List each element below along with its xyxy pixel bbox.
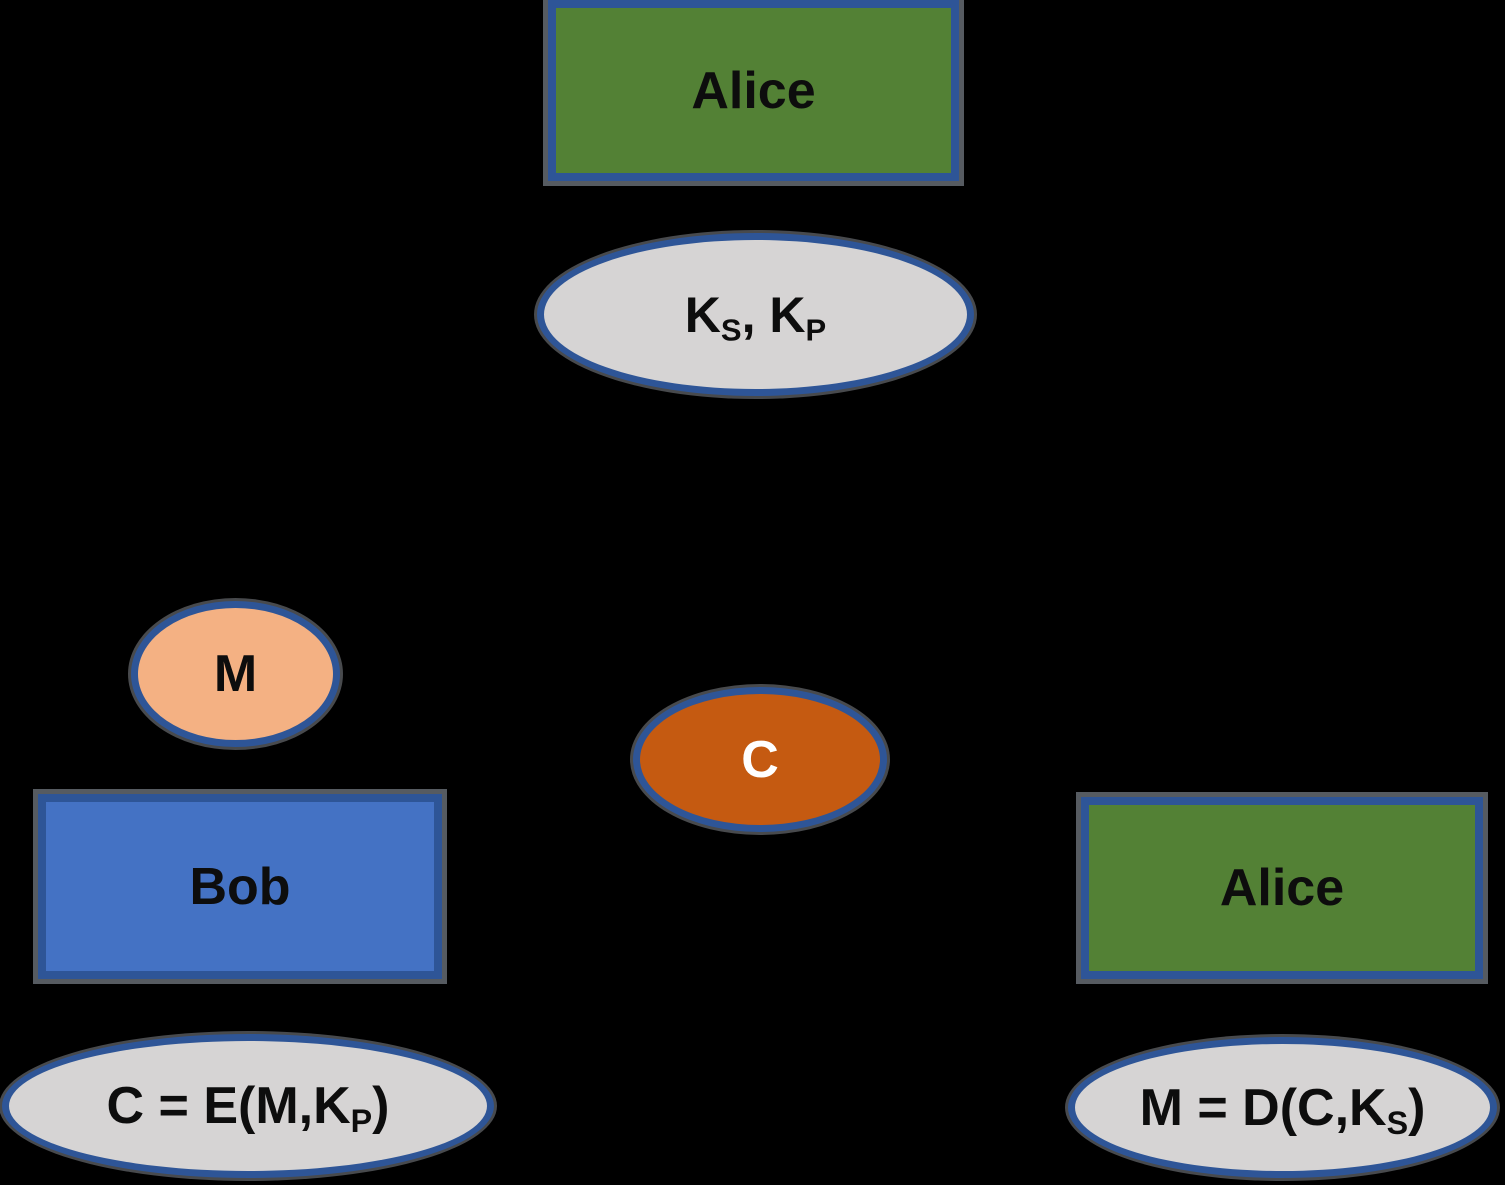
decrypt-formula-oval: M = D(C,KS): [1068, 1037, 1497, 1178]
alice-top-box: Alice: [548, 0, 959, 181]
encrypt-formula-label: C = E(M,KP): [106, 1076, 390, 1140]
encrypt-formula-close: ): [372, 1077, 390, 1135]
message-label: M: [213, 645, 258, 703]
alice-top-label: Alice: [691, 61, 816, 120]
alice-right-box: Alice: [1081, 797, 1483, 979]
bob-label: Bob: [189, 857, 291, 916]
key-pair-label: KS, KP: [684, 286, 827, 348]
ciphertext-oval: C: [633, 687, 887, 832]
key-secret-subscript: S: [720, 312, 742, 348]
encrypt-formula-subscript: P: [350, 1103, 373, 1140]
key-public-base: , K: [741, 286, 806, 343]
encrypt-formula-oval: C = E(M,KP): [2, 1034, 494, 1178]
decrypt-formula-label: M = D(C,KS): [1139, 1078, 1426, 1141]
bob-box: Bob: [38, 794, 442, 979]
decrypt-formula-base: M = D(C,K: [1139, 1078, 1387, 1137]
decrypt-formula-close: ): [1408, 1078, 1426, 1137]
decrypt-formula-subscript: S: [1386, 1104, 1409, 1141]
key-public-subscript: P: [805, 312, 827, 348]
ciphertext-label: C: [741, 730, 779, 789]
key-pair-oval: KS, KP: [537, 233, 974, 396]
encrypt-formula-base: C = E(M,K: [106, 1077, 351, 1135]
alice-right-label: Alice: [1219, 859, 1345, 917]
message-oval: M: [131, 601, 340, 747]
key-secret-base: K: [684, 286, 721, 343]
